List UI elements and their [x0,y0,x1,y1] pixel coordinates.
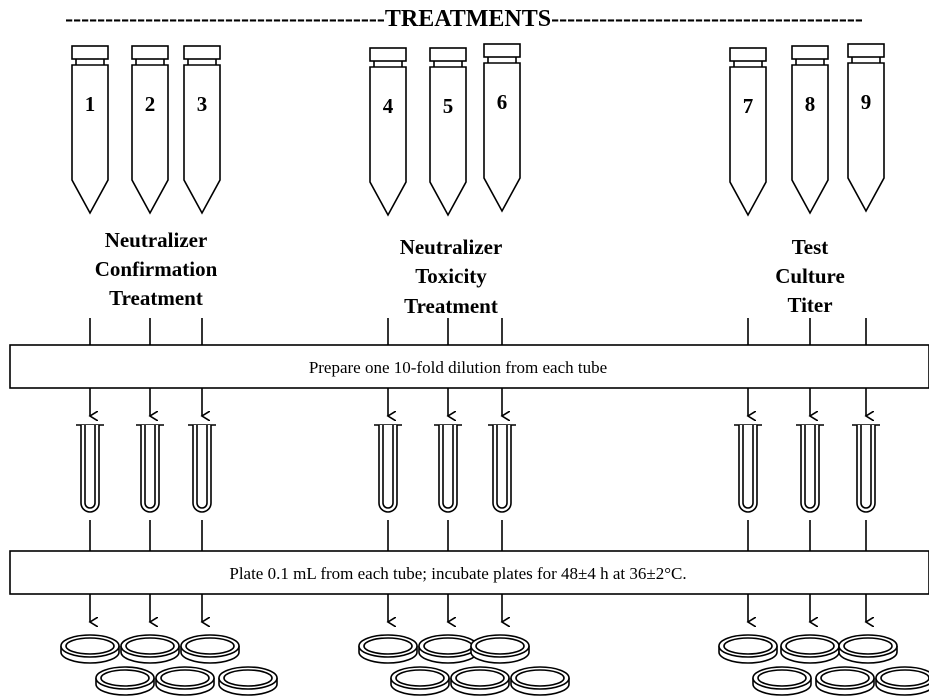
petri-dish-rim [223,669,273,687]
petri-dish-rim [395,669,445,687]
tube-cap [429,47,467,62]
conical-tube-6 [483,62,521,213]
test-tube-inner-wall [804,425,816,509]
conical-tube-2 [131,64,169,215]
group-label-line: Neutralizer [105,228,208,252]
tube-number: 1 [85,92,96,116]
tube-number: 2 [145,92,156,116]
conical-tube-7 [729,66,767,217]
petri-dish-icon [752,666,812,690]
petri-dish-rim [455,669,505,687]
petri-dish-icon [60,634,120,658]
dilution-test-tube [856,425,876,513]
test-tube-inner-wall [742,425,754,509]
tube-number: 3 [197,92,208,116]
petri-dish-rim [475,637,525,655]
test-tube-inner-wall [84,425,96,509]
dilution-test-tube [738,425,758,513]
group-label-line: Treatment [109,286,203,310]
dilution-test-tube [140,425,160,513]
dilution-step-box [9,344,929,389]
dilution-test-tube [438,425,458,513]
group-label-neutralizer-toxicity: Neutralizer Toxicity Treatment [400,235,503,318]
petri-dish-rim [100,669,150,687]
tube-cap [369,47,407,62]
tube-cap [71,45,109,60]
group-label-neutralizer-confirmation: Neutralizer Confirmation Treatment [95,228,218,310]
petri-dish-icon [358,634,418,658]
petri-dish-icon [718,634,778,658]
conical-tube-1 [71,64,109,215]
petri-dish-rim [160,669,210,687]
petri-dish-icon [470,634,530,658]
tube-cap [729,47,767,62]
group-label-line: Titer [787,293,832,317]
tube-number: 5 [443,94,454,118]
conical-tube-8 [791,64,829,215]
conical-tube-9 [847,62,885,213]
petri-dish-icon [218,666,278,690]
tube-number: 4 [383,94,394,118]
petri-dish-icon [390,666,450,690]
tube-cap [131,45,169,60]
tube-number: 7 [743,94,754,118]
conical-tube-5 [429,66,467,217]
tube-number: 6 [497,90,508,114]
test-tube-inner-wall [144,425,156,509]
group-label-line: Neutralizer [400,235,503,259]
test-tube-inner-wall [442,425,454,509]
petri-dish-rim [185,637,235,655]
dilution-test-tube [80,425,100,513]
petri-dish-icon [815,666,875,690]
petri-dish-icon [95,666,155,690]
petri-dish-rim [757,669,807,687]
petri-dish-rim [880,669,929,687]
petri-dish-rim [65,637,115,655]
petri-dish-icon [450,666,510,690]
tube-number: 8 [805,92,816,116]
petri-dish-rim [723,637,773,655]
dilution-test-tube [192,425,212,513]
group-label-line: Test [792,235,829,259]
plating-step-box [9,550,929,595]
conical-tube-3 [183,64,221,215]
conical-tube-4 [369,66,407,217]
petri-dish-rim [820,669,870,687]
petri-dish-rim [785,637,835,655]
petri-dish-icon [180,634,240,658]
header-title: ----------------------------------------… [65,6,863,32]
petri-dish-icon [838,634,898,658]
plating-step-text: Plate 0.1 mL from each tube; incubate pl… [229,564,686,583]
group-label-line: Toxicity [415,264,487,288]
dilution-test-tube [800,425,820,513]
petri-dish-icon [155,666,215,690]
dilution-test-tube [378,425,398,513]
tube-number: 9 [861,90,872,114]
tube-cap [847,43,885,58]
tube-cap [183,45,221,60]
group-label-line: Confirmation [95,257,218,281]
tube-flow-layer: 1 2 3 4 5 6 7 8 9 [60,43,929,696]
group-label-line: Culture [775,264,845,288]
dilution-test-tube [492,425,512,513]
petri-dish-rim [843,637,893,655]
test-tube-inner-wall [382,425,394,509]
petri-dish-icon [120,634,180,658]
test-tube-inner-wall [496,425,508,509]
petri-dish-icon [510,666,570,690]
group-label-line: Treatment [404,294,498,318]
dilution-step-text: Prepare one 10-fold dilution from each t… [309,358,607,377]
tube-cap [483,43,521,58]
petri-dish-rim [515,669,565,687]
test-tube-inner-wall [860,425,872,509]
group-label-test-culture-titer: Test Culture Titer [775,235,845,317]
test-tube-inner-wall [196,425,208,509]
tube-cap [791,45,829,60]
petri-dish-rim [125,637,175,655]
petri-dish-rim [363,637,413,655]
